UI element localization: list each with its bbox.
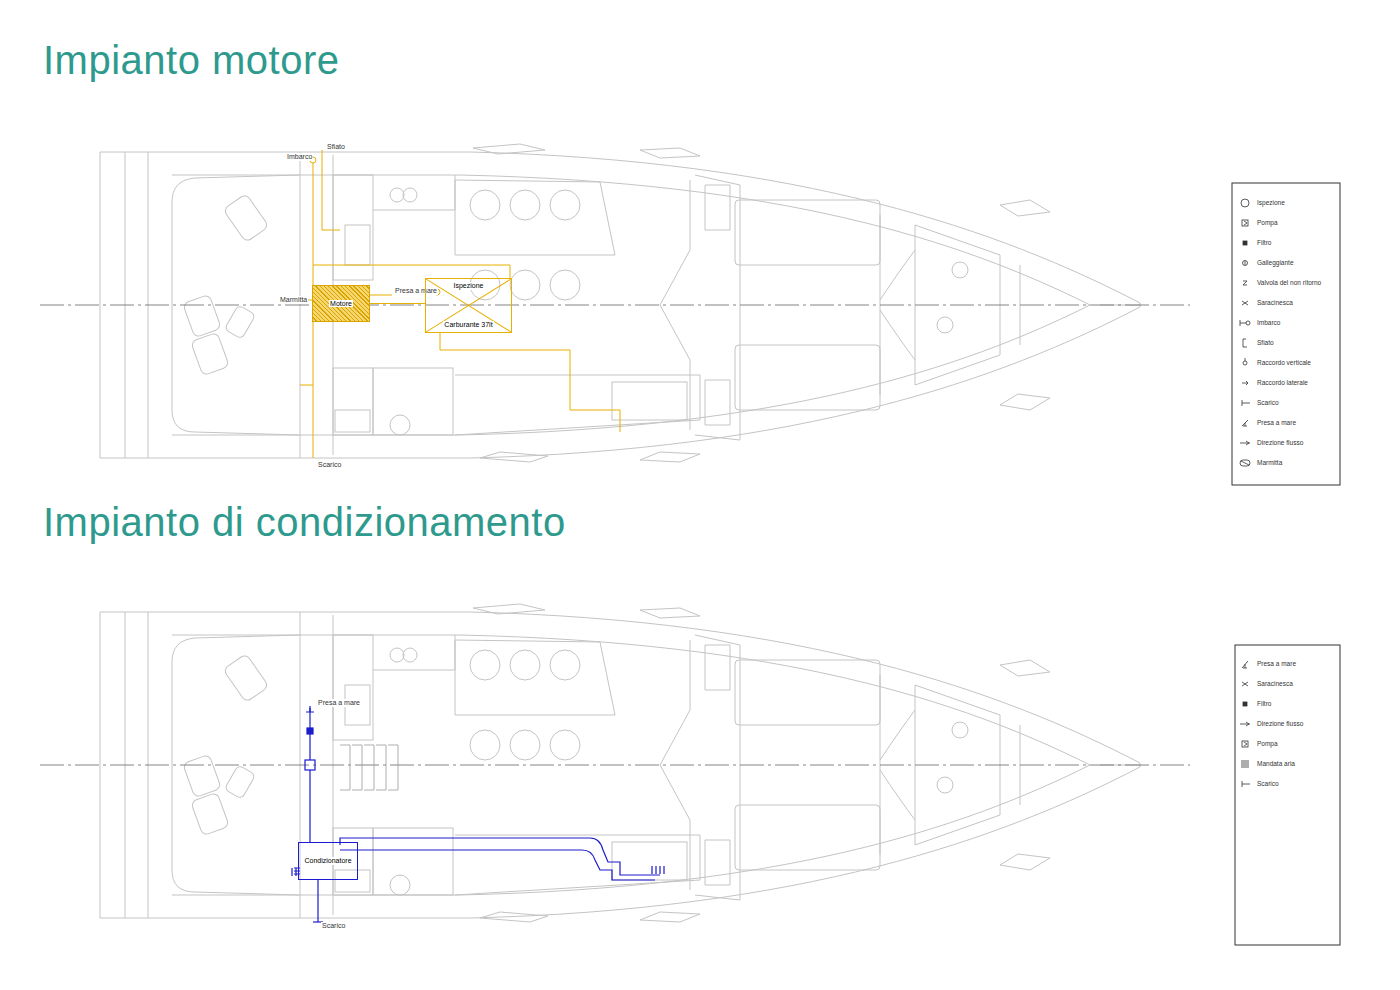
ac-unit-box: Condizionatore xyxy=(298,842,358,880)
legend-text: Sfiato xyxy=(1257,339,1274,346)
node-text: Ispezione xyxy=(453,282,485,290)
node-text: Condizionatore xyxy=(303,857,352,865)
section-title: Impianto di condizionamento xyxy=(43,502,566,542)
node-text: Carburante 37lt xyxy=(443,321,493,329)
part-label: Presa a mare xyxy=(394,287,438,295)
legend-text: Saracinesca xyxy=(1257,680,1293,687)
legend-text: Ispezione xyxy=(1257,199,1285,206)
legend-text: Marmitta xyxy=(1257,459,1282,466)
part-label: Imbarco xyxy=(286,153,313,161)
legend-text: Mandata aria xyxy=(1257,760,1295,767)
legend-text: Scarico xyxy=(1257,399,1279,406)
node-text: Motore xyxy=(329,300,353,308)
legend-text: Pompa xyxy=(1257,740,1278,747)
part-label: Sfiato xyxy=(326,143,346,151)
page-title: Impianto motore xyxy=(43,40,340,80)
legend-text: Presa a mare xyxy=(1257,419,1296,426)
legend-text: Filtro xyxy=(1257,700,1271,707)
part-label: Scarico xyxy=(317,461,342,469)
legend-text: Galleggiante xyxy=(1257,259,1294,266)
legend-text: Raccordo verticale xyxy=(1257,359,1311,366)
legend-text: Filtro xyxy=(1257,239,1271,246)
legend-text: Imbarco xyxy=(1257,319,1280,326)
legend-text: Saracinesca xyxy=(1257,299,1293,306)
legend-text: Pompa xyxy=(1257,219,1278,226)
part-label: Scarico xyxy=(321,922,346,930)
legend-text: Presa a mare xyxy=(1257,660,1296,667)
legend-text: Direzione flusso xyxy=(1257,439,1303,446)
engine-box: Motore xyxy=(312,285,370,322)
legend-text: Scarico xyxy=(1257,780,1279,787)
part-label: Marmitta xyxy=(279,296,308,304)
fuel-line xyxy=(370,303,425,304)
legend-text: Valvola del non ritorno xyxy=(1257,279,1321,286)
legend-text: Raccordo laterale xyxy=(1257,379,1308,386)
tank-box: IspezioneCarburante 37lt xyxy=(425,278,512,333)
part-label: Presa a mare xyxy=(317,699,361,707)
legend-text: Direzione flusso xyxy=(1257,720,1303,727)
